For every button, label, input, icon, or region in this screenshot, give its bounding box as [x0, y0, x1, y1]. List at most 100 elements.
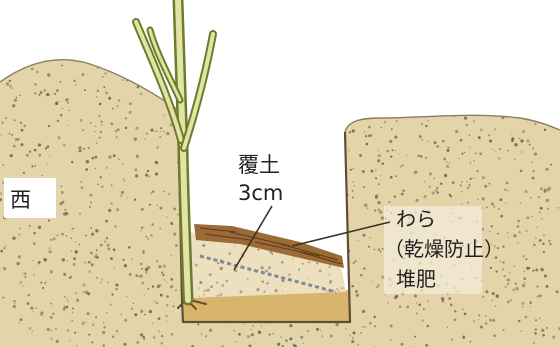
soil-speck — [30, 306, 33, 309]
soil-speck — [116, 330, 118, 332]
soil-speck — [42, 175, 43, 176]
soil-speck — [519, 231, 521, 233]
soil-speck — [141, 282, 144, 285]
soil-speck — [158, 330, 160, 332]
soil-speck — [277, 343, 280, 346]
soil-speck — [478, 314, 480, 316]
soil-speck — [147, 288, 149, 290]
soil-speck — [409, 71, 412, 74]
soil-speck — [40, 282, 42, 284]
soil-speck — [326, 290, 328, 292]
soil-speck — [366, 143, 369, 146]
soil-speck — [381, 217, 384, 220]
soil-speck — [454, 310, 457, 313]
soil-speck — [60, 114, 63, 117]
soil-speck — [90, 202, 92, 204]
soil-speck — [48, 220, 50, 222]
soil-speck — [482, 176, 485, 179]
soil-speck — [379, 71, 381, 73]
soil-speck — [20, 283, 22, 285]
soil-speck — [478, 136, 481, 139]
soil-speck — [140, 310, 143, 313]
soil-speck — [50, 239, 52, 241]
soil-speck — [425, 344, 428, 347]
soil-speck — [141, 230, 142, 231]
soil-speck — [34, 92, 37, 95]
soil-speck — [210, 147, 212, 149]
soil-speck — [309, 62, 311, 64]
soil-speck — [263, 115, 266, 118]
soil-speck — [88, 261, 91, 264]
soil-speck — [363, 268, 365, 270]
soil-speck — [14, 99, 17, 102]
soil-speck — [201, 165, 203, 167]
soil-speck — [233, 330, 235, 332]
soil-speck — [256, 288, 259, 291]
soil-speck — [140, 333, 143, 336]
soil-speck — [154, 90, 157, 93]
soil-speck — [469, 89, 471, 91]
soil-speck — [334, 231, 337, 234]
soil-speck — [54, 93, 56, 95]
soil-speck — [160, 228, 162, 230]
soil-speck — [324, 65, 327, 68]
soil-speck — [53, 237, 56, 240]
soil-speck — [498, 208, 500, 210]
soil-speck — [299, 92, 302, 95]
soil-speck — [72, 228, 73, 229]
soil-speck — [156, 260, 158, 262]
soil-speck — [328, 158, 330, 160]
soil-speck — [33, 232, 36, 235]
soil-speck — [125, 117, 127, 119]
soil-speck — [166, 132, 169, 135]
soil-speck — [550, 164, 552, 166]
soil-speck — [95, 131, 96, 132]
soil-speck — [55, 328, 57, 330]
soil-speck — [44, 258, 47, 261]
soil-speck — [52, 313, 54, 315]
soil-speck — [328, 168, 331, 171]
soil-speck — [524, 271, 525, 272]
soil-speck — [526, 267, 529, 270]
soil-speck — [14, 303, 15, 304]
soil-speck — [38, 143, 41, 146]
soil-speck — [158, 317, 161, 320]
soil-speck — [234, 127, 237, 130]
soil-speck — [523, 277, 526, 280]
soil-speck — [109, 58, 111, 60]
soil-speck — [73, 257, 76, 260]
soil-speck — [306, 146, 309, 149]
soil-speck — [0, 134, 2, 136]
soil-speck — [148, 175, 151, 178]
soil-speck — [171, 333, 174, 336]
soil-speck — [346, 59, 349, 62]
soil-speck — [531, 162, 532, 163]
soil-speck — [1, 121, 4, 124]
soil-speck — [31, 68, 33, 70]
soil-speck — [133, 79, 134, 80]
soil-speck — [287, 123, 290, 126]
soil-speck — [85, 234, 87, 236]
soil-speck — [362, 310, 365, 313]
soil-speck — [332, 245, 333, 246]
soil-speck — [381, 68, 383, 70]
soil-speck — [282, 290, 283, 291]
soil-speck — [3, 267, 6, 270]
soil-speck — [395, 175, 397, 177]
soil-speck — [220, 64, 223, 67]
soil-speck — [12, 237, 15, 240]
soil-speck — [539, 212, 541, 214]
soil-speck — [108, 155, 111, 158]
soil-speck — [24, 276, 26, 278]
soil-speck — [414, 59, 417, 62]
soil-speck — [339, 73, 342, 76]
soil-speck — [452, 181, 455, 184]
soil-speck — [114, 267, 115, 268]
soil-speck — [380, 174, 381, 175]
soil-speck — [364, 131, 366, 133]
soil-speck — [246, 278, 248, 280]
soil-speck — [141, 208, 144, 211]
soil-speck — [221, 160, 224, 163]
soil-speck — [280, 87, 282, 89]
soil-speck — [279, 85, 281, 87]
